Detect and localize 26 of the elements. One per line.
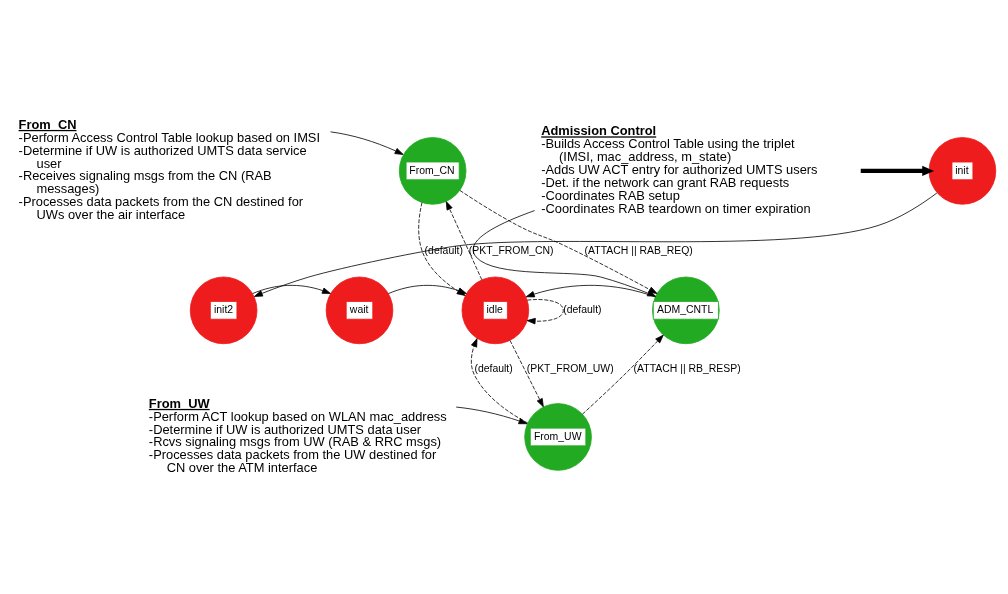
edge-label: (default): [424, 244, 463, 256]
edge-label: (ATTACH || RB_RESP): [633, 362, 741, 374]
arrow: [509, 339, 544, 407]
edge-label: (default): [563, 303, 602, 315]
arrow: [445, 200, 483, 280]
edge-label: (PKT_FROM_CN): [468, 244, 554, 256]
arrow: [330, 130, 404, 155]
edge-label: (PKT_FROM_UW): [526, 362, 614, 374]
node-circle: wait: [325, 276, 394, 344]
node-text: From_UW -Perform ACT lookup based on WLAN mac_address -Determine if UW is authorized UMTS data user -Rcvs signaling msgs from UW (RAB & RRC msgs) -Processes data packets from the UW destined for CN over the ATM interface: [148, 395, 447, 475]
node-circle: idle: [461, 276, 530, 344]
arrow: [455, 406, 528, 424]
arrow: [252, 284, 331, 294]
arrow: [459, 189, 658, 294]
arrow: [470, 337, 529, 423]
arrow: [582, 334, 664, 415]
node-text: Admission Control -Builds Access Control Table using the triplet (IMSI, mac_address, m_state) -Adds UW ACT entry for authorized UMTS users -Det. if the network can grant RAB requests -Coordinates RAB setup -Coordinates RAB teardown on timer expiration: [541, 122, 818, 216]
node-circle: init2: [189, 276, 258, 344]
arrow: [860, 165, 935, 176]
node-circle: init: [928, 136, 997, 205]
edge-label: (default): [474, 362, 513, 374]
node-text: From_CN -Perform Access Control Table lookup based on IMSI -Determine if UW is authorized UMTS data service user -Receives signaling msgs from the CN (RAB messages) -Processes data packets from the CN destined for UWs over the air interface: [18, 116, 321, 222]
edge-label: (ATTACH || RAB_REQ): [584, 244, 693, 256]
node-circle: From_CN: [398, 136, 467, 205]
arrow: [526, 298, 564, 324]
node-circle: From_UW: [524, 402, 592, 471]
